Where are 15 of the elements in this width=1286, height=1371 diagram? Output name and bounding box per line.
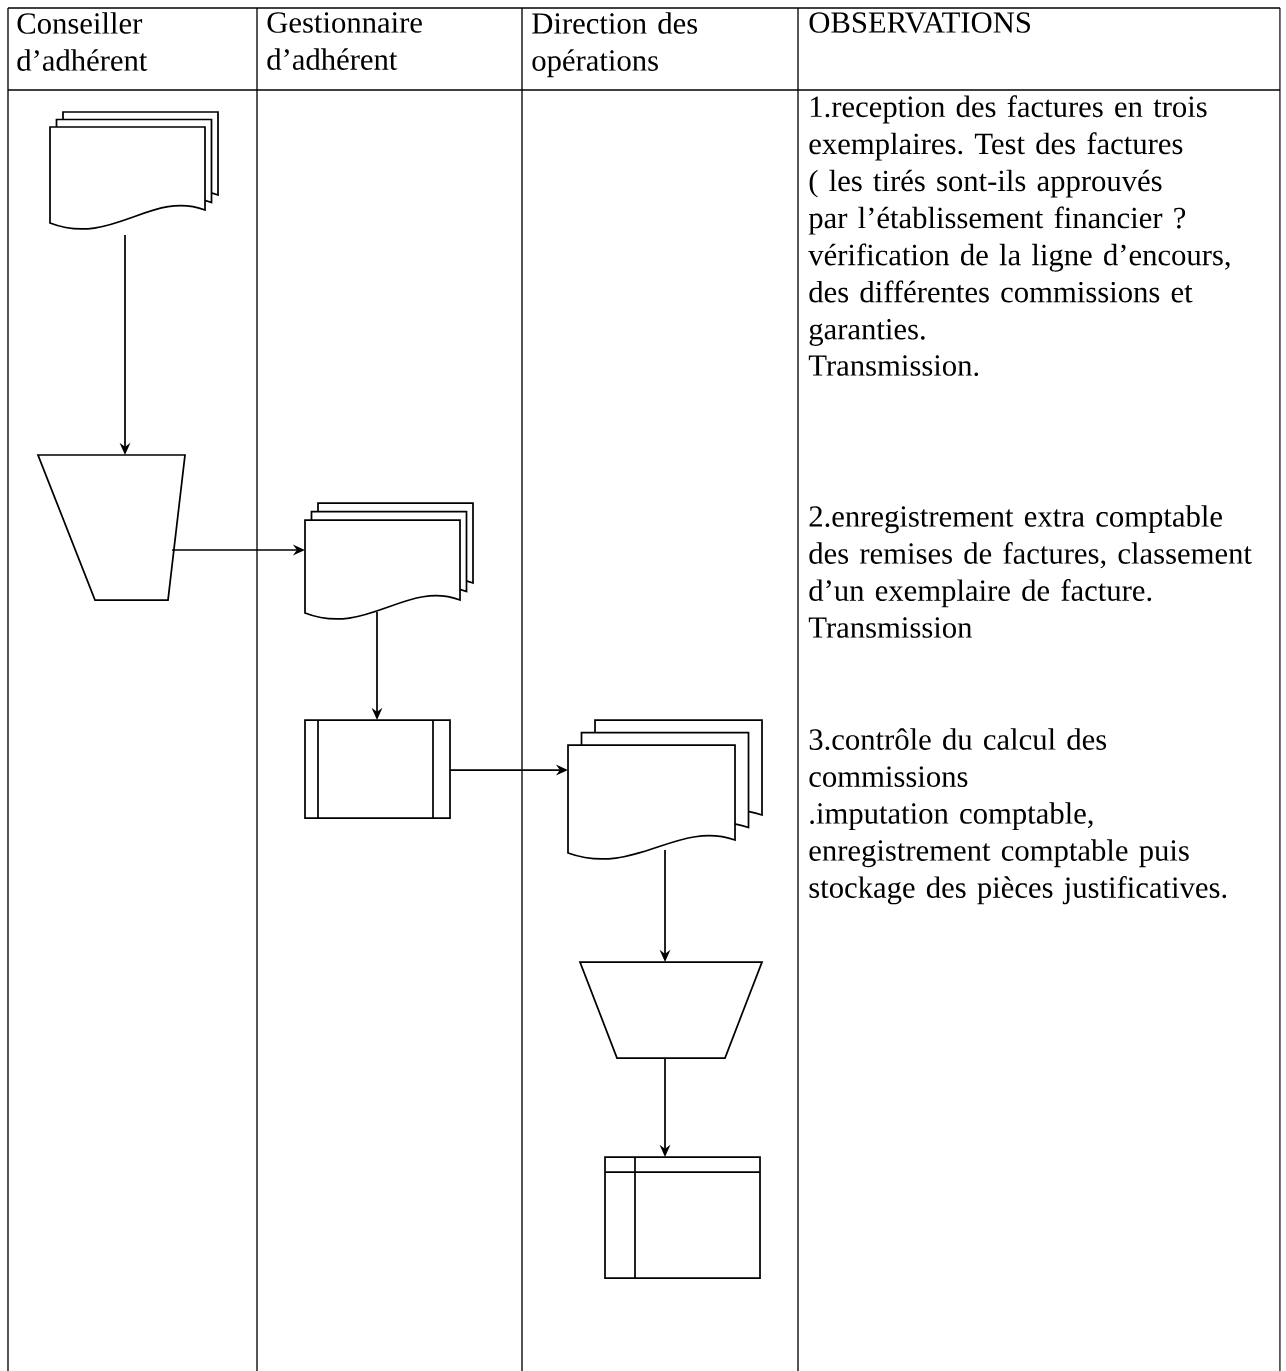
document-stack	[49, 111, 219, 230]
column-header: OBSERVATIONS	[809, 12, 1030, 34]
document-stack	[567, 719, 763, 860]
observation-text: Transmission	[808, 617, 972, 638]
observation-text: 2.enregistrement extra comptable des remises de factures, classement d’un exemplaire de facture.	[809, 505, 1252, 608]
document-stack	[304, 502, 474, 620]
observation-text: 3.contrôle du calcul des commissions	[809, 728, 1107, 787]
observation-text: Transmission.	[808, 355, 979, 376]
column-header: Conseiller d’adhérent	[17, 12, 148, 71]
process-box	[304, 719, 451, 819]
observation-text: 1.reception des factures en trois exemplaires. Test des factures ( les tirés sont-ils approuvés par l’établissement financier ? vérification de la ligne d’encours, des différentes commissions et garanties.	[808, 95, 1230, 346]
storage-box	[604, 1156, 761, 1279]
observation-text: .imputation comptable, enregistrement comptable puis stockage des pièces justificatives.	[809, 802, 1227, 905]
column-header: Gestionnaire d’adhérent	[267, 12, 422, 70]
column-header: Direction des opérations	[532, 12, 698, 78]
